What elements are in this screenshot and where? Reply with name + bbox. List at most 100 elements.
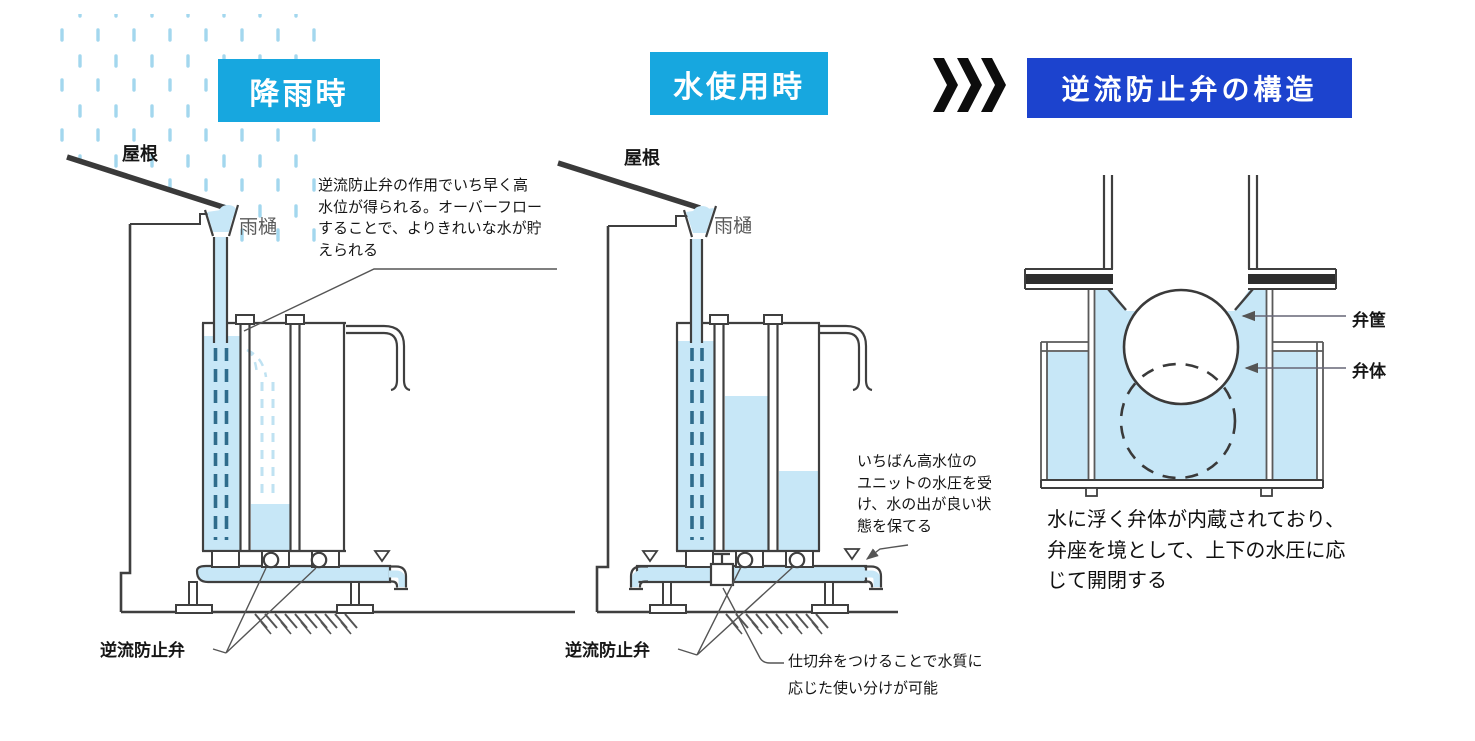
gate-valve [709, 562, 735, 587]
chamber-bottom [1040, 479, 1324, 489]
pressure-note-line: 態を保てる [857, 517, 933, 535]
faucet-water [389, 570, 406, 587]
overflow-pipe [346, 324, 411, 392]
gate-valve-handle [714, 552, 730, 564]
rainfall-note-line: えられる [318, 241, 379, 259]
tank-connector [211, 550, 240, 568]
gutter-label-usage: 雨樋 [714, 216, 753, 237]
right-tank-water [1273, 352, 1317, 480]
pressure-note-line: いちばん高水位の [857, 453, 978, 470]
tank-rims [1041, 341, 1323, 352]
casing-label: 弁筐 [1352, 311, 1386, 330]
faucet [629, 565, 648, 591]
rainfall-note: 逆流防止弁の作用でいち早く高 水位が得られる。オーバーフロー することで、よりき… [318, 175, 542, 261]
support-foot [649, 604, 687, 614]
tap-symbol [843, 548, 861, 561]
support-foot [336, 604, 374, 614]
rain-area [58, 14, 328, 244]
valve-ball [1122, 288, 1240, 406]
support-foot [811, 604, 849, 614]
submerged-downpipe-dashed [213, 348, 229, 540]
tap-symbol [641, 550, 659, 563]
valve-label-usage: 逆流防止弁 [565, 641, 650, 660]
note-leader [243, 268, 557, 332]
tank-lid-tab [709, 314, 729, 325]
body-label: 弁体 [1352, 362, 1386, 381]
eave-line [130, 213, 216, 225]
overflow-pipe [820, 324, 873, 392]
transition-chevrons-icon [933, 58, 1006, 112]
collector-pipe [195, 564, 392, 584]
gutter-funnel [203, 204, 240, 237]
chamber-foot [1085, 487, 1098, 497]
pressure-note-leader [865, 544, 909, 560]
header-rainfall-label: 降雨時 [249, 77, 349, 111]
tank2-water [725, 396, 768, 551]
outer-walls [1040, 342, 1324, 480]
rainfall-note-line: 逆流防止弁の作用でいち早く高 [318, 177, 529, 194]
valve-seat [1107, 288, 1254, 311]
panel-structure-diagram [1024, 175, 1346, 497]
gate-valve-note-line: 応じた使い分けが可能 [788, 680, 939, 697]
header-structure-label: 逆流防止弁の構造 [1061, 75, 1318, 106]
gate-valve-note: 仕切弁をつけることで水質に 応じた使い分けが可能 [788, 648, 983, 702]
support-leg [662, 581, 672, 606]
faucet [864, 565, 883, 591]
house-wall [595, 226, 610, 612]
backflow-valve [736, 551, 754, 569]
backflow-valve [310, 551, 328, 569]
header-usage: 水使用時 [650, 52, 828, 115]
support-leg [188, 581, 198, 606]
support-foot [175, 604, 213, 614]
tank1-water [678, 341, 714, 551]
tank-lid-tab [235, 314, 255, 325]
chamber-foot [1260, 487, 1273, 497]
valve-label-leader [677, 566, 794, 656]
roof-label-usage: 屋根 [624, 148, 660, 168]
roof-line [66, 154, 227, 211]
tank-lid-tab [763, 314, 783, 325]
valve-ball-lower-position-dashed [1119, 362, 1237, 480]
gate-note-leader [722, 587, 784, 664]
house-wall [119, 224, 132, 612]
gutter-funnel [682, 205, 718, 238]
panel-usage-diagram [557, 160, 909, 664]
header-usage-label: 水使用時 [673, 70, 805, 104]
support-leg [824, 581, 834, 606]
structure-description-line: じて開閉する [1047, 570, 1167, 592]
overflow-spill-streams [260, 382, 275, 495]
downpipe [212, 237, 229, 343]
backflow-valve [262, 551, 280, 569]
tank-connector [685, 550, 714, 568]
structure-description-line: 弁座を境として、上下の水圧に応 [1047, 539, 1346, 562]
tank3-water [779, 471, 818, 551]
gutter-label-rainfall: 雨樋 [239, 217, 278, 238]
rainfall-note-line: 水位が得られる。オーバーフロー [318, 198, 542, 216]
valve-label-leader [212, 567, 317, 654]
inlet-pipe-walls [1102, 175, 1259, 269]
left-tank-water [1047, 352, 1088, 480]
roof-label-rainfall: 屋根 [122, 144, 158, 164]
submerged-downpipe-dashed [690, 348, 704, 540]
faucet-water [631, 570, 648, 587]
downpipe-water [691, 239, 702, 343]
pressure-note-line: け、水の出が良い状 [857, 496, 992, 513]
downpipe [689, 239, 704, 343]
flange [1024, 268, 1337, 290]
gutter-splash [693, 206, 711, 220]
structure-description: 水に浮く弁体が内蔵されており、 弁座を境として、上下の水圧に応 じて開閉する [1047, 505, 1345, 597]
eave-line [608, 215, 692, 227]
pressure-note-line: ユニットの水圧を受 [857, 474, 993, 492]
faucet-water [864, 570, 881, 587]
roof-line [557, 160, 701, 211]
structure-description-line: 水に浮く弁体が内蔵されており、 [1047, 509, 1345, 531]
pressure-note: いちばん高水位の ユニットの水圧を受 け、水の出が良い状 態を保てる [857, 451, 992, 537]
casing-walls [1087, 290, 1274, 479]
downpipe-water [214, 237, 227, 343]
support-leg [350, 581, 360, 606]
backflow-valve [788, 551, 806, 569]
valve-label-rainfall: 逆流防止弁 [100, 641, 185, 660]
header-rainfall: 降雨時 [218, 59, 380, 122]
tank1-water [204, 336, 240, 551]
